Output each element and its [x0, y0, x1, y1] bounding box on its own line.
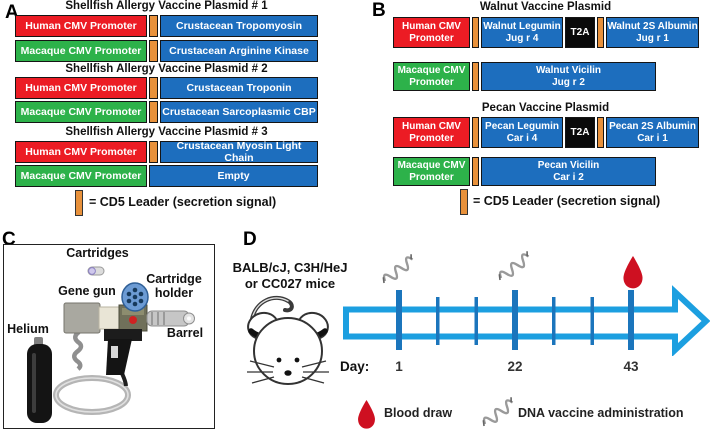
gene-box: Crustacean Arginine Kinase — [160, 40, 318, 62]
pecan-row-1: Human CMV Promoter Pecan Legumin Car i 4… — [393, 117, 699, 148]
gene-box: Crustacean Troponin — [160, 77, 318, 99]
cd5-legend-swatch — [75, 190, 83, 216]
gun-gray-box — [63, 302, 101, 334]
minor-tick — [552, 297, 556, 345]
plasmid-1-row-2: Macaque CMV Promoter Crustacean Arginine… — [15, 40, 318, 62]
gene-gun-illustration — [27, 266, 195, 423]
macaque-cmv-promoter-box: Macaque CMV Promoter — [15, 40, 147, 62]
t2a-linker-box: T2A — [565, 17, 595, 48]
minor-tick — [436, 297, 440, 345]
gun-trigger — [111, 346, 118, 358]
panel-a: A Shellfish Allergy Vaccine Plasmid # 1 … — [0, 0, 355, 225]
dna-vaccine-legend-text: DNA vaccine administration — [518, 406, 684, 420]
panel-c: C — [0, 225, 220, 431]
dna-squiggle-day22 — [495, 250, 535, 285]
major-tick-day-22 — [512, 290, 518, 350]
gene-box: Empty — [149, 165, 318, 187]
mouse-nose — [284, 370, 292, 376]
gene-box: Walnut 2S Albumin Jug r 1 — [606, 17, 699, 48]
cd5-leader-box — [149, 40, 158, 62]
major-tick-day-43 — [628, 290, 634, 350]
major-tick-day-1 — [396, 290, 402, 350]
panel-b-letter: B — [372, 0, 386, 21]
minor-tick — [590, 297, 594, 345]
plasmid-1-title: Shellfish Allergy Vaccine Plasmid # 1 — [65, 0, 268, 12]
human-cmv-promoter-box: Human CMV Promoter — [15, 15, 147, 37]
cd5-leader-box — [472, 17, 479, 48]
pecan-row-2: Macaque CMV Promoter Pecan Vicilin Car i… — [393, 157, 656, 186]
human-cmv-promoter-box: Human CMV Promoter — [15, 77, 147, 99]
panel-b: B Walnut Vaccine Plasmid Human CMV Promo… — [355, 0, 710, 225]
t2a-linker-box: T2A — [565, 117, 595, 148]
gene-box: Walnut Legumin Jug r 4 — [481, 17, 563, 48]
cd5-leader-box — [149, 15, 158, 37]
blood-drop-day43 — [623, 256, 643, 289]
gun-connector — [98, 306, 122, 330]
gun-red-button — [129, 316, 137, 324]
cd5-legend-text: = CD5 Leader (secretion signal) — [473, 194, 661, 208]
walnut-row-1: Human CMV Promoter Walnut Legumin Jug r … — [393, 17, 699, 48]
cd5-leader-box — [472, 117, 479, 148]
macaque-cmv-promoter-box: Macaque CMV Promoter — [15, 165, 147, 187]
human-cmv-promoter-box: Human CMV Promoter — [15, 141, 147, 163]
plasmid-3-title: Shellfish Allergy Vaccine Plasmid # 3 — [65, 126, 268, 138]
human-cmv-promoter-box: Human CMV Promoter — [393, 117, 470, 148]
plasmid-2-row-2: Macaque CMV Promoter Crustacean Sarcopla… — [15, 101, 318, 123]
cd5-leader-box — [149, 101, 158, 123]
cd5-leader-box — [597, 117, 604, 148]
pecan-plasmid-title: Pecan Vaccine Plasmid — [481, 102, 610, 114]
barrel-label: Barrel — [166, 326, 204, 340]
gun-underbody — [104, 329, 142, 341]
minor-tick — [474, 297, 478, 345]
gene-box: Pecan 2S Albumin Car i 1 — [606, 117, 699, 148]
plasmid-1-row-1: Human CMV Promoter Crustacean Tropomyosi… — [15, 15, 318, 37]
day-22: 22 — [507, 359, 523, 374]
gene-box: Pecan Vicilin Car i 2 — [481, 157, 656, 186]
gene-gun-label: Gene gun — [58, 284, 116, 298]
cd5-leader-box — [472, 157, 479, 186]
plasmid-2-row-1: Human CMV Promoter Crustacean Troponin — [15, 77, 318, 99]
gene-box: Pecan Legumin Car i 4 — [481, 117, 563, 148]
cd5-leader-box — [149, 77, 158, 99]
gene-box: Crustacean Sarcoplasmic CBP — [160, 101, 318, 123]
helium-tank — [27, 344, 52, 423]
macaque-cmv-promoter-box: Macaque CMV Promoter — [393, 62, 470, 91]
day-1: 1 — [395, 359, 403, 374]
cartridge-holder-label: Cartridge holder — [146, 272, 202, 300]
cd5-leader-box — [597, 17, 604, 48]
cd5-legend-swatch — [460, 189, 468, 215]
plasmid-3-row-2: Macaque CMV Promoter Empty — [15, 165, 318, 187]
panel-d-letter: D — [243, 229, 257, 250]
blood-drop-legend-icon — [358, 399, 375, 429]
mouse-strains-text: BALB/cJ, C3H/HeJ or CC027 mice — [232, 260, 348, 292]
cd5-legend-text: = CD5 Leader (secretion signal) — [89, 195, 277, 209]
gene-box: Crustacean Myosin Light Chain — [160, 140, 318, 164]
macaque-cmv-promoter-box: Macaque CMV Promoter — [393, 157, 470, 186]
walnut-row-2: Macaque CMV Promoter Walnut Vicilin Jug … — [393, 62, 656, 91]
cd5-leader-box — [149, 141, 158, 163]
day-43: 43 — [623, 359, 639, 374]
barrel-shape — [146, 310, 190, 327]
macaque-cmv-promoter-box: Macaque CMV Promoter — [15, 101, 147, 123]
gene-box: Walnut Vicilin Jug r 2 — [481, 62, 656, 91]
cd5-leader-box — [472, 62, 479, 91]
plasmid-3-row-1: Human CMV Promoter Crustacean Myosin Lig… — [15, 140, 318, 164]
helium-label: Helium — [7, 322, 49, 336]
dna-squiggle-day1 — [379, 253, 419, 288]
gene-box: Crustacean Tropomyosin — [160, 15, 318, 37]
panel-d: D BALB/cJ, C3H/HeJ or CC027 mice — [220, 225, 710, 431]
mouse-illustration — [247, 295, 329, 385]
timeline-arrow — [343, 285, 710, 356]
coil-tube — [72, 330, 84, 371]
mouse-head — [253, 317, 323, 385]
walnut-plasmid-title: Walnut Vaccine Plasmid — [479, 1, 612, 13]
cartridges-label: Cartridges — [66, 246, 129, 260]
gun-grip — [106, 339, 132, 375]
blood-draw-legend-text: Blood draw — [384, 406, 453, 420]
dna-squiggle-legend-icon — [480, 396, 519, 431]
day-label: Day: — [340, 359, 370, 374]
plasmid-2-title: Shellfish Allergy Vaccine Plasmid # 2 — [65, 63, 268, 75]
human-cmv-promoter-box: Human CMV Promoter — [393, 17, 470, 48]
gene-gun-photo-frame — [3, 244, 215, 429]
